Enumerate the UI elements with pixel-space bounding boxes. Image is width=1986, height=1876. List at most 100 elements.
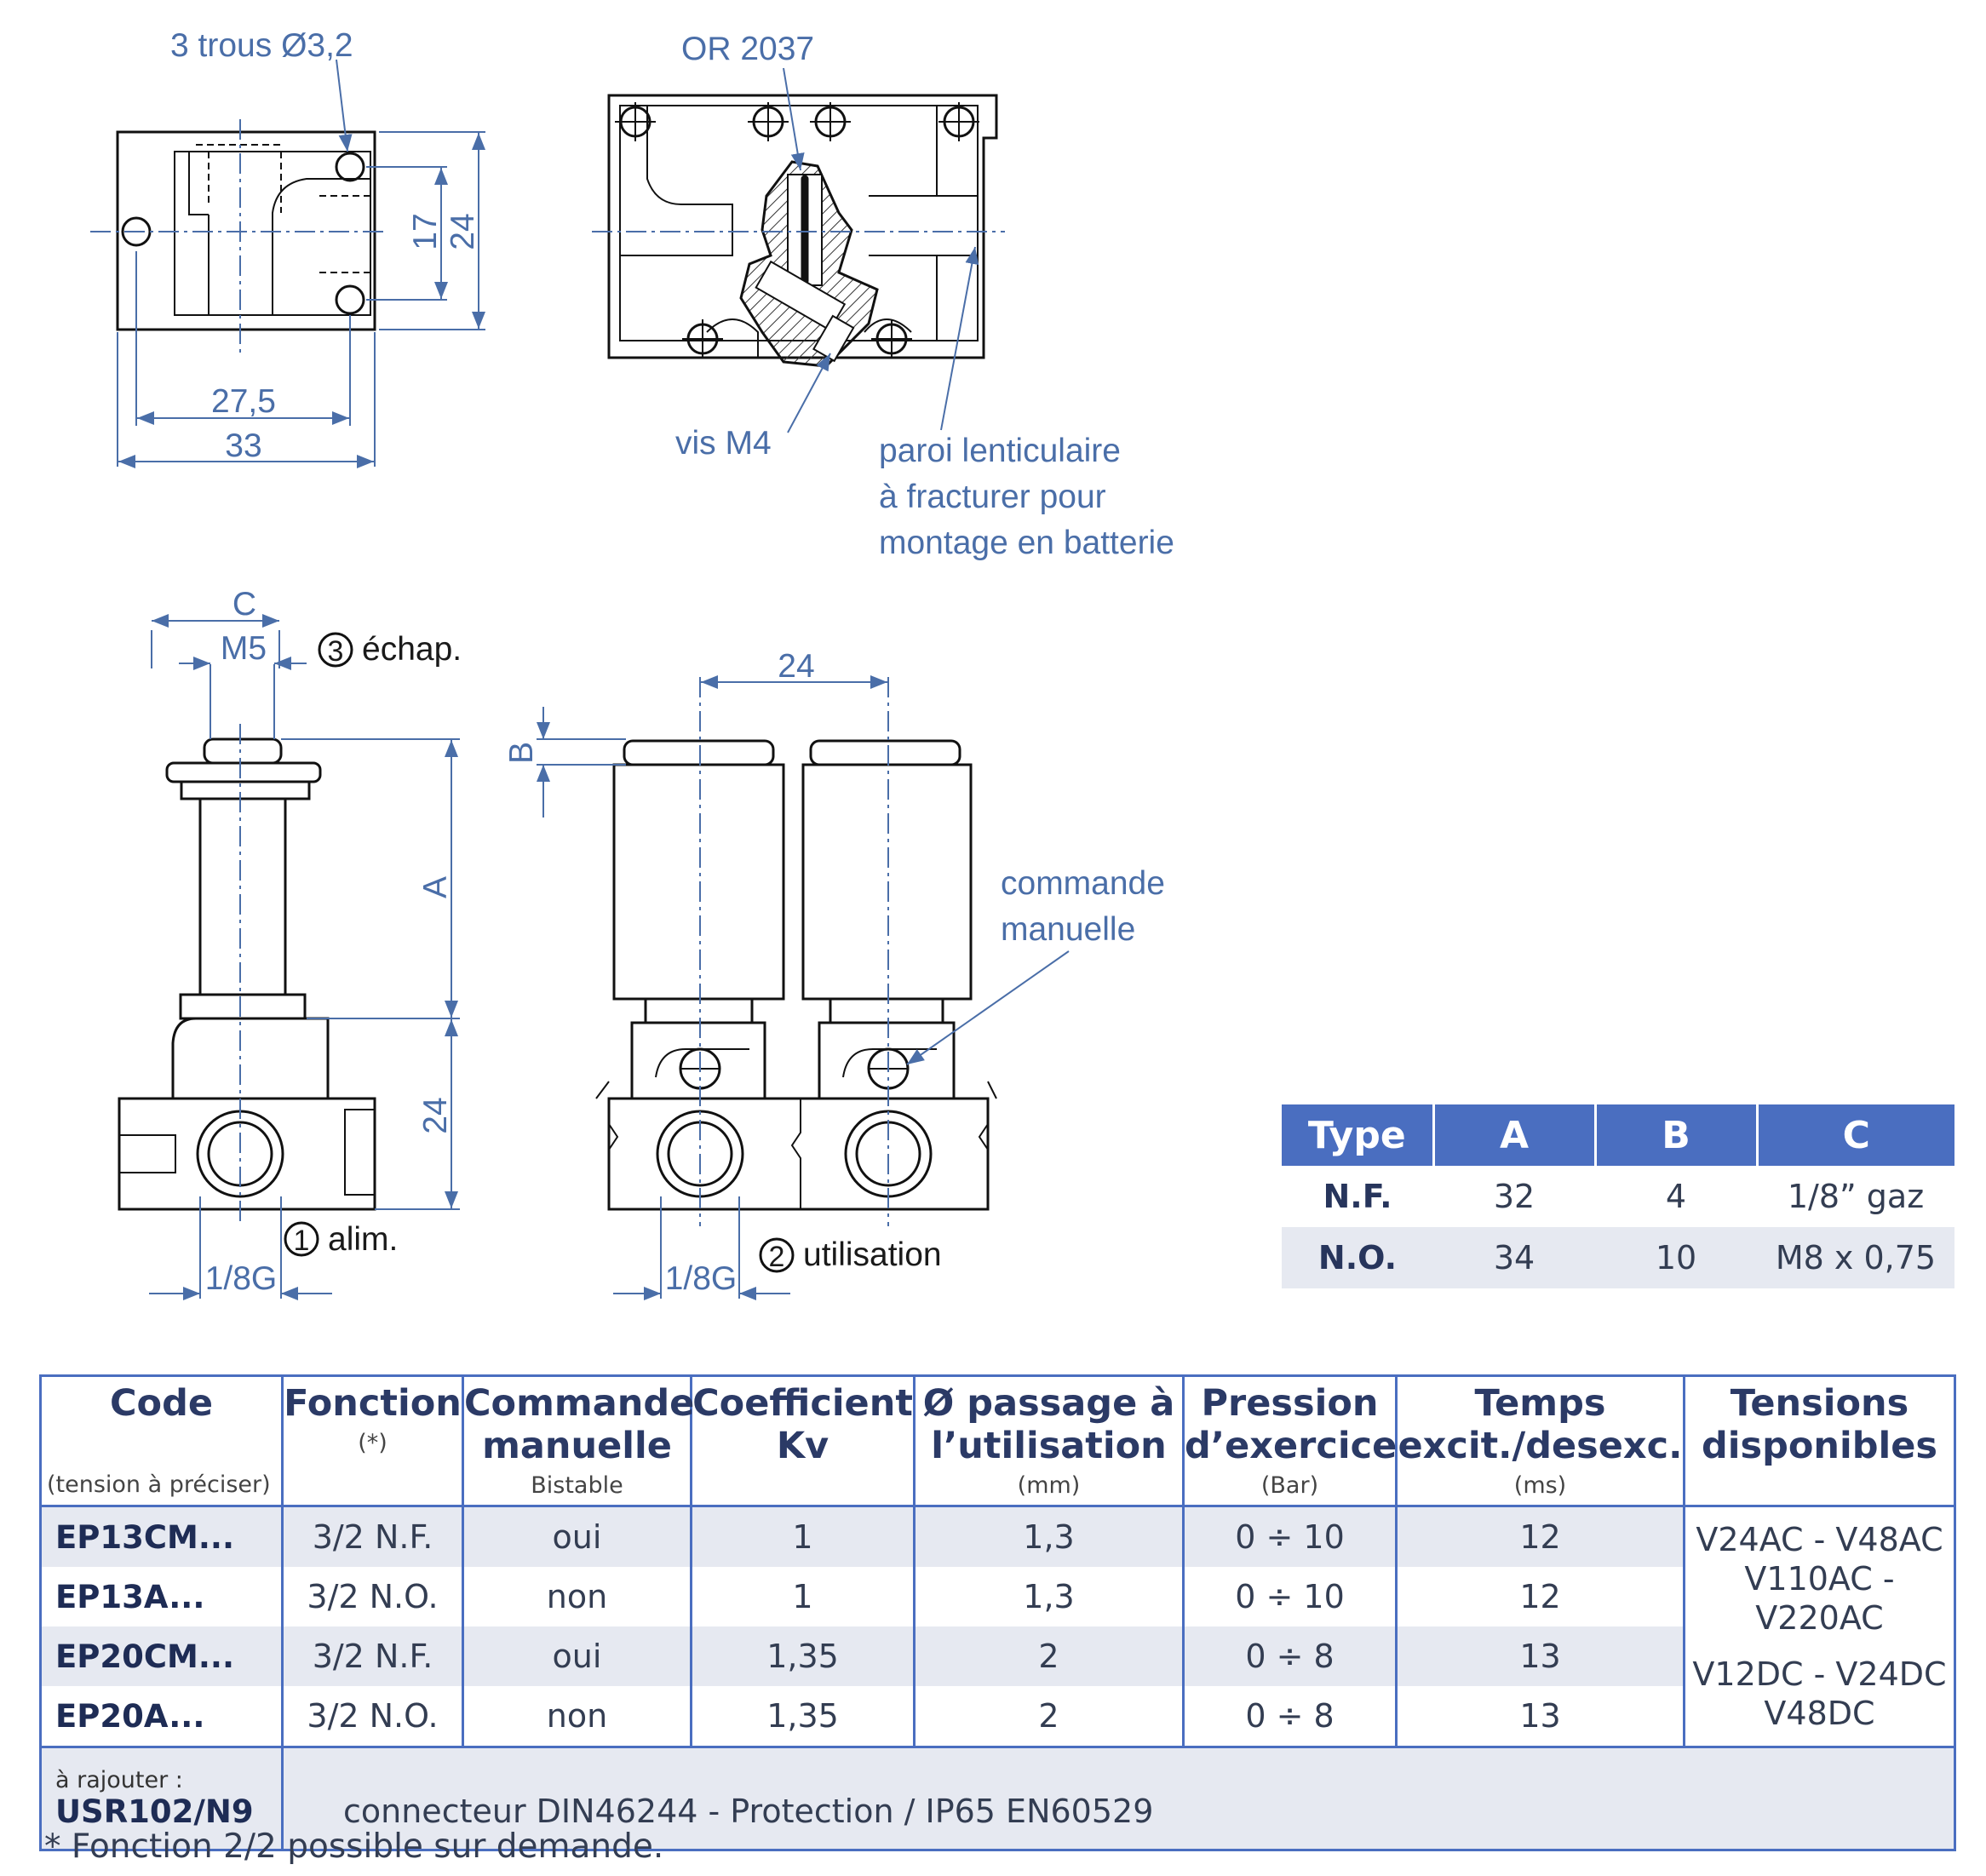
type-cell: N.F. (1282, 1166, 1433, 1227)
tension-dc-2: V48DC (1764, 1695, 1875, 1732)
type-cell: 1/8” gaz (1757, 1166, 1954, 1227)
port3-label: échap. (362, 631, 462, 668)
pression-cell: 0 ÷ 10 (1182, 1506, 1398, 1567)
dim-m5: M5 (221, 630, 267, 667)
header-kv: Coefficient Kv (690, 1374, 916, 1507)
table-row: EP20A... 3/2 N.O. non 1,35 2 0 ÷ 8 13 (39, 1686, 1955, 1747)
type-header-c: C (1757, 1104, 1954, 1166)
screw-label: vis M4 (675, 425, 772, 462)
tension-ac-1: V24AC - V48AC (1696, 1521, 1943, 1558)
header-pression-title: Pression d’exercice (1185, 1382, 1398, 1467)
header-code-sub: (tension à préciser) (47, 1472, 271, 1498)
pression-cell: 0 ÷ 8 (1182, 1626, 1398, 1686)
temps-cell: 12 (1395, 1567, 1685, 1626)
dim-17: 17 (407, 213, 444, 250)
header-fonction: Fonction (*) (281, 1374, 464, 1507)
manual-label-2: manuelle (1001, 911, 1135, 948)
header-temps-title: Temps excit./desexc. (1398, 1382, 1683, 1467)
header-fonction-sub: (*) (358, 1430, 387, 1456)
type-cell: N.O. (1282, 1227, 1433, 1288)
footer-text-value: connecteur DIN46244 - Protection / IP65 … (343, 1793, 1154, 1830)
dim-24-side: 24 (417, 1097, 454, 1133)
dim-24: 24 (445, 213, 481, 250)
technical-drawings: 3 trous Ø3,2 27,5 33 17 24 (90, 27, 1174, 1300)
oring-label: OR 2037 (681, 31, 814, 67)
wall-label-3: montage en batterie (879, 525, 1174, 561)
dim-27-5: 27,5 (211, 383, 276, 420)
pression-cell: 0 ÷ 10 (1182, 1567, 1398, 1626)
type-cell: 34 (1433, 1227, 1595, 1288)
dim-1-8g-side: 1/8G (205, 1260, 278, 1297)
code-cell: EP20A... (39, 1686, 284, 1747)
header-code: Code (tension à préciser) (39, 1374, 284, 1507)
front-view: 24 B commande manuelle 2 utilisation 1/8… (503, 648, 1165, 1300)
port2-number: 2 (769, 1241, 785, 1273)
header-passage-sub: (mm) (1017, 1472, 1081, 1499)
product-table: Code (tension à préciser) Fonction (*) C… (39, 1374, 1956, 1851)
dim-a: A (417, 876, 454, 898)
manual-label-1: commande (1001, 865, 1165, 902)
tension-ac-3: V220AC (1755, 1599, 1884, 1637)
header-tensions-title: Tensions disponibles (1701, 1382, 1938, 1467)
code-cell: EP13A... (39, 1567, 284, 1626)
type-cell: 32 (1433, 1166, 1595, 1227)
product-table-header: Code (tension à préciser) Fonction (*) C… (39, 1374, 1956, 1507)
dim-c: C (232, 586, 256, 622)
type-cell: 10 (1595, 1227, 1757, 1288)
passage-cell: 2 (913, 1626, 1185, 1686)
type-table: Type A B C N.F. 32 4 1/8” gaz N.O. 34 10… (1282, 1104, 1954, 1288)
type-header-a: A (1433, 1104, 1597, 1166)
wall-label-1: paroi lenticulaire (879, 433, 1121, 469)
dim-24-front: 24 (778, 648, 814, 685)
header-commande-title: Commande manuelle (464, 1382, 695, 1467)
top-right-view: OR 2037 vis M4 paroi lenticulaire à frac… (592, 31, 1174, 561)
kv-cell: 1,35 (690, 1686, 916, 1747)
dim-1-8g-front: 1/8G (665, 1260, 738, 1297)
dim-b: B (503, 742, 540, 764)
header-commande: Commande manuelle Bistable (462, 1374, 695, 1507)
dim-33: 33 (225, 427, 261, 464)
footnote: * Fonction 2/2 possible sur demande. (44, 1827, 664, 1866)
port2-label: utilisation (803, 1236, 942, 1273)
temps-cell: 13 (1395, 1686, 1685, 1747)
fonction-cell: 3/2 N.F. (281, 1626, 464, 1686)
tension-dc-1: V12DC - V24DC (1692, 1655, 1947, 1693)
type-header-type: Type (1282, 1104, 1435, 1166)
kv-cell: 1 (690, 1506, 916, 1567)
header-fonction-title: Fonction (284, 1382, 462, 1425)
type-table-header: Type A B C (1282, 1104, 1954, 1166)
passage-cell: 1,3 (913, 1567, 1185, 1626)
header-code-title: Code (109, 1382, 214, 1425)
passage-cell: 1,3 (913, 1506, 1185, 1567)
fonction-cell: 3/2 N.F. (281, 1506, 464, 1567)
passage-cell: 2 (913, 1686, 1185, 1747)
fonction-cell: 3/2 N.O. (281, 1567, 464, 1626)
type-cell: M8 x 0,75 (1757, 1227, 1954, 1288)
kv-cell: 1,35 (690, 1626, 916, 1686)
table-row: EP13CM... 3/2 N.F. oui 1 1,3 0 ÷ 10 12 V… (39, 1506, 1956, 1747)
side-view: C M5 3 échap. A 24 1 alim. 1/8G (118, 586, 462, 1300)
header-commande-sub: Bistable (531, 1472, 623, 1499)
type-header-b: B (1595, 1104, 1759, 1166)
port1-number: 1 (294, 1225, 310, 1257)
footer-small: à rajouter : (55, 1767, 183, 1793)
table-footer-row: à rajouter : USR102/N9 connecteur DIN462… (39, 1746, 1956, 1850)
wall-label-2: à fracturer pour (879, 479, 1106, 515)
header-tensions: Tensions disponibles (1683, 1374, 1956, 1507)
type-row: N.O. 34 10 M8 x 0,75 (1282, 1227, 1954, 1288)
table-row: EP13A... 3/2 N.O. non 1 1,3 0 ÷ 10 12 (39, 1567, 1955, 1626)
pression-cell: 0 ÷ 8 (1182, 1686, 1398, 1747)
commande-cell: non (462, 1567, 692, 1626)
holes-label: 3 trous Ø3,2 (170, 27, 353, 64)
temps-cell: 12 (1395, 1506, 1685, 1567)
fonction-cell: 3/2 N.O. (281, 1686, 464, 1747)
code-cell: EP20CM... (39, 1626, 284, 1686)
type-row: N.F. 32 4 1/8” gaz (1282, 1166, 1954, 1227)
footer-code: USR102/N9 (55, 1793, 254, 1830)
top-left-view: 3 trous Ø3,2 27,5 33 17 24 (90, 27, 485, 468)
commande-cell: non (462, 1686, 692, 1747)
kv-cell: 1 (690, 1567, 916, 1626)
footer-text: connecteur DIN46244 - Protection / IP65 … (281, 1746, 1956, 1850)
header-passage: Ø passage à l’utilisation (mm) (913, 1374, 1185, 1507)
type-cell: 4 (1595, 1166, 1757, 1227)
